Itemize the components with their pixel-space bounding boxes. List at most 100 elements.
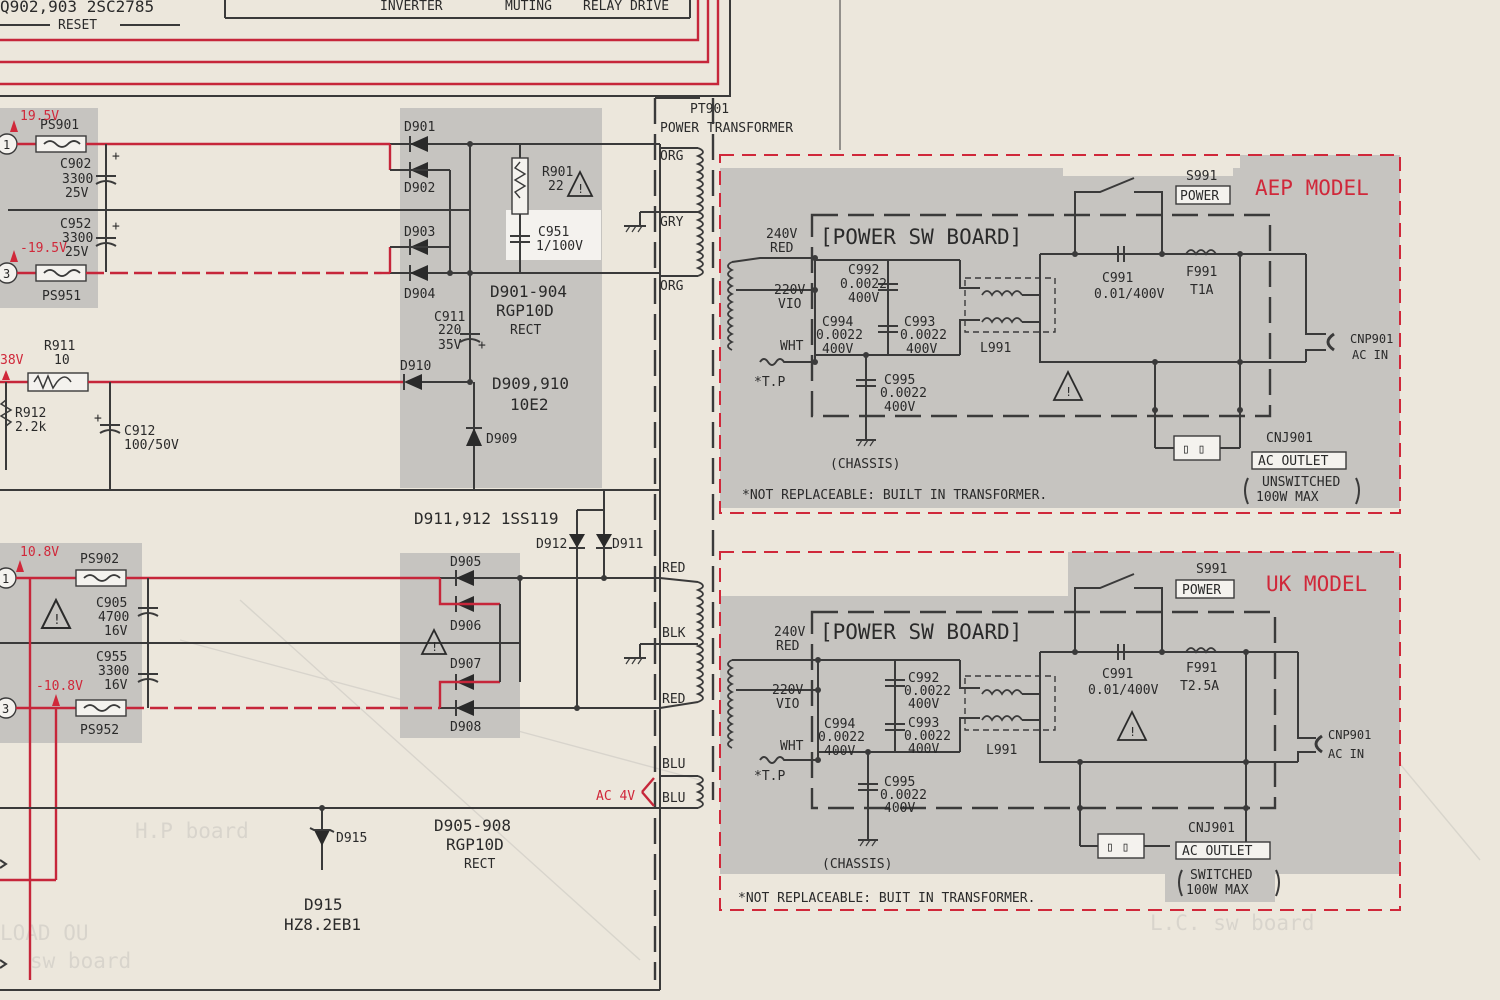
aep-model-title: AEP MODEL [1255, 176, 1369, 200]
c912-name: C912 [124, 424, 155, 439]
aep-power-box [1175, 185, 1231, 205]
uk-c995-name: C995 [884, 775, 915, 790]
uk-footnote: *NOT REPLACEABLE: BUIT IN TRANSFORMER. [738, 891, 1035, 906]
d909-910-part: D909,910 [492, 374, 569, 393]
d909-label: D909 [486, 432, 517, 447]
uk-220v: 220V [772, 683, 803, 698]
blu2-tap: BLU [662, 791, 685, 806]
svg-text:+: + [112, 219, 120, 234]
svg-text:▯ ▯: ▯ ▯ [1106, 840, 1129, 855]
svg-text:+: + [478, 338, 486, 353]
pin-3-bottom-label: 3 [2, 702, 9, 716]
top-section: Q902,903 2SC2785 RESET INVERTER MUTING R… [0, 0, 841, 150]
uk-c991-value: 0.01/400V [1088, 683, 1159, 698]
uk-c992-name: C992 [908, 671, 939, 686]
relay-drive-label: RELAY DRIVE [583, 0, 669, 14]
org2-tap: ORG [660, 279, 684, 294]
r911-name: R911 [44, 339, 75, 354]
uk-l991-label: L991 [986, 743, 1017, 758]
ghost-load-out: LOAD OU [0, 921, 89, 945]
pt901-label: PT901 [690, 102, 729, 117]
v-10-8: 10.8V [20, 545, 59, 560]
ps951-fuse [35, 264, 87, 282]
uk-c995-voltage: 400V [884, 801, 915, 816]
aep-chassis: (CHASSIS) [830, 457, 900, 472]
c911-name: C911 [434, 310, 465, 325]
uk-wht: WHT [780, 739, 804, 754]
uk-f991-name: F991 [1186, 661, 1217, 676]
uk-power-box [1175, 579, 1235, 599]
aep-power-label: POWER [1180, 189, 1219, 204]
uk-c993-voltage: 400V [908, 742, 939, 757]
aep-model-panel: AEP MODEL [POWER SW BOARD] S991 POWER C9… [719, 154, 1401, 514]
minus19-rail: 3 PS951 -19.5V [0, 241, 390, 304]
c955-voltage: 16V [104, 678, 128, 693]
r901-warning-icon [566, 169, 594, 197]
pin-3-top-label: 3 [3, 267, 10, 281]
ps902-label: PS902 [80, 552, 119, 567]
aep-outlet-label: AC OUTLET [1258, 454, 1329, 469]
v-38: 38V [0, 353, 24, 368]
d915-label: D915 [336, 831, 367, 846]
uk-chassis: (CHASSIS) [822, 857, 892, 872]
d902-label: D902 [404, 181, 435, 196]
d907-label: D907 [450, 657, 481, 672]
ghost-sw-board: sw board [30, 949, 131, 973]
d915-part-type: HZ8.2EB1 [284, 915, 361, 934]
power-transformer-title: POWER TRANSFORMER [660, 121, 793, 136]
aep-c995-value: 0.0022 [880, 386, 927, 401]
aep-footnote: *NOT REPLACEABLE: BUILT IN TRANSFORMER. [742, 488, 1047, 503]
d911-label: D911 [612, 537, 643, 552]
minus10-rail: 3 -10.8V PS952 [0, 578, 440, 980]
blk-tap: BLK [662, 626, 686, 641]
v-plus19-5: 19.5V [20, 109, 59, 124]
uk-cnj901-label: CNJ901 [1188, 821, 1235, 836]
ps902-fuse [75, 569, 127, 587]
org1-tap: ORG [660, 149, 684, 164]
uk-cnp901-name: CNP901 [1328, 728, 1371, 742]
aep-s991-label: S991 [1186, 169, 1217, 184]
uk-cnp901-value: AC IN [1328, 747, 1364, 761]
c951-value: 1/100V [536, 239, 583, 254]
rectifier-d905-908: D911,912 1SS119 D912 D911 D905 D906 D907… [0, 490, 660, 934]
aep-cnj901-label: CNJ901 [1266, 431, 1313, 446]
svg-text:!: ! [53, 613, 61, 628]
c905-name: C905 [96, 596, 127, 611]
blu1-tap: BLU [662, 757, 685, 772]
plus10-rail: 1 10.8V PS902 ! C905 4700 16V C955 3300 … [0, 545, 520, 708]
c951-name: C951 [538, 225, 569, 240]
d911-912-part: D911,912 1SS119 [414, 509, 559, 528]
plus19-rail: 1 PS901 19.5V C902 3300 25V + C952 3300 … [0, 109, 470, 272]
svg-text:+: + [94, 411, 102, 426]
aep-outlet-box [1251, 451, 1347, 470]
plus38-rail: 38V R911 10 R912 2.2k + C912 100/50V [0, 339, 660, 491]
ps952-label: PS952 [80, 723, 119, 738]
d901-904-rect: RECT [510, 323, 541, 338]
c911-value: 220 [438, 323, 461, 338]
uk-c991-name: C991 [1102, 667, 1133, 682]
d905-warning-icon [420, 627, 448, 655]
aep-c993-voltage: 400V [906, 342, 937, 357]
ps901-fuse [35, 135, 87, 153]
d903-label: D903 [404, 225, 435, 240]
pin-1-top-label: 1 [3, 138, 10, 152]
ps952-fuse [75, 699, 127, 717]
uk-model-title: UK MODEL [1266, 572, 1367, 596]
svg-text:▯ ▯: ▯ ▯ [1182, 442, 1205, 457]
aep-c993-value: 0.0022 [900, 328, 947, 343]
aep-c991-value: 0.01/400V [1094, 287, 1165, 302]
c905-voltage: 16V [104, 624, 128, 639]
uk-vio: VIO [776, 697, 800, 712]
aep-c992-value: 0.0022 [840, 277, 887, 292]
red2-tap: RED [662, 692, 686, 707]
c905-value: 4700 [98, 610, 129, 625]
uk-board-title: [POWER SW BOARD] [820, 620, 1022, 644]
v-minus19-5: -19.5V [20, 241, 67, 256]
aep-c994-voltage: 400V [822, 342, 853, 357]
aep-c994-name: C994 [822, 315, 853, 330]
ghost-lc-board: L.C. sw board [1150, 911, 1314, 935]
svg-text:!: ! [577, 182, 584, 196]
d910-label: D910 [400, 359, 431, 374]
d909-910-type: 10E2 [510, 395, 549, 414]
uk-c994-voltage: 400V [824, 744, 855, 759]
